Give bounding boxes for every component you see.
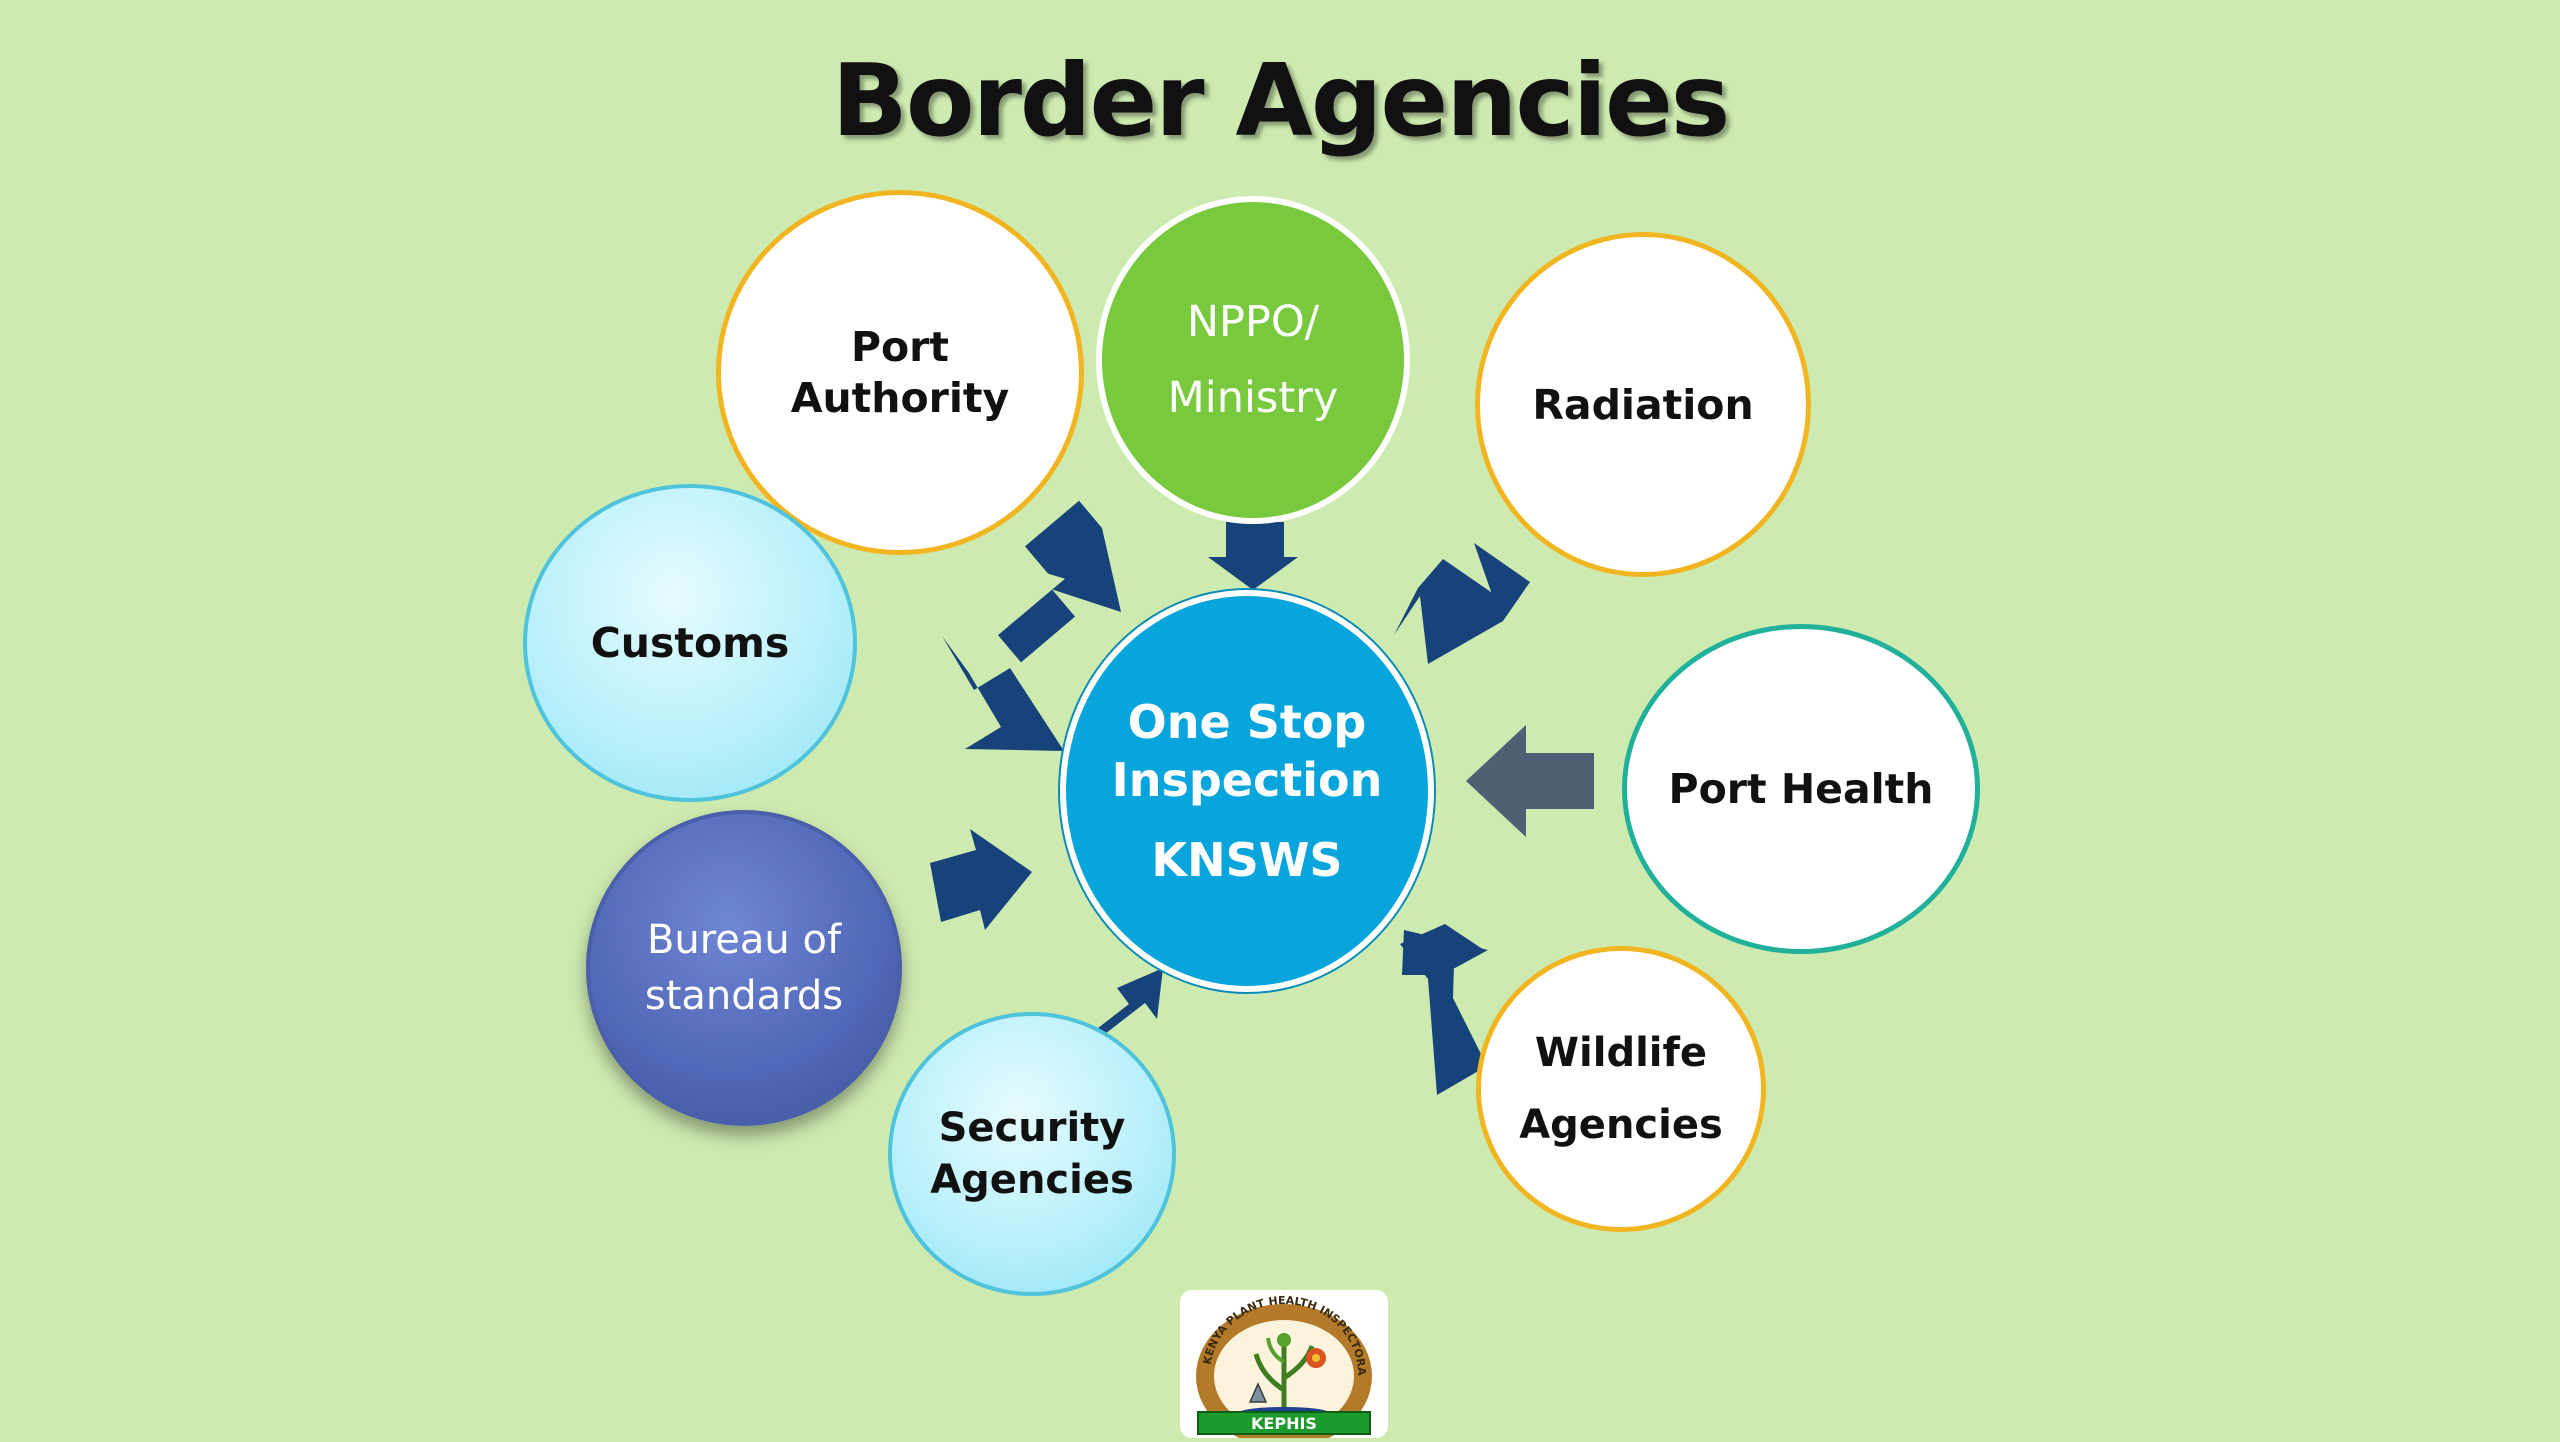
node-bureau-line-2: standards: [644, 973, 844, 1019]
node-radiation-label: Radiation: [1532, 380, 1754, 429]
kephis-logo: KENYA PLANT HEALTH INSPECTORATE SERVICE …: [1176, 1280, 1388, 1442]
node-port-health: Port Health: [1622, 624, 1980, 954]
center-hub-line-2: Inspection: [1111, 753, 1383, 807]
center-hub-line-1: One Stop: [1127, 695, 1367, 749]
kephis-logo-emblem: KENYA PLANT HEALTH INSPECTORATE SERVICE …: [1176, 1280, 1372, 1442]
node-customs: Customs: [523, 484, 857, 802]
node-port-authority-line-1: Port: [850, 322, 950, 371]
slide-title: Border Agencies: [831, 42, 1731, 159]
node-customs-label: Customs: [590, 619, 790, 667]
node-nppo-line-1: NPPO/: [1186, 297, 1320, 347]
node-security-line-2: Agencies: [930, 1157, 1134, 1203]
node-security-agencies: Security Agencies: [888, 1012, 1176, 1296]
node-security-line-1: Security: [938, 1105, 1126, 1151]
arrow-from-nppo: [1208, 522, 1298, 590]
arrow-from-security: [1089, 968, 1163, 1035]
node-bureau-of-standards: Bureau of standards: [586, 810, 902, 1126]
node-bureau-line-1: Bureau of: [646, 917, 842, 963]
arrow-from-bureau: [930, 829, 1032, 930]
kephis-logo-name: KEPHIS: [1251, 1414, 1317, 1433]
arrow-from-port-health: [1466, 725, 1594, 837]
center-hub-one-stop-inspection: One Stop Inspection KNSWS: [1060, 590, 1434, 992]
arrow-from-port-authority: [998, 500, 1121, 663]
node-wildlife-agencies: Wildlife Agencies: [1476, 946, 1766, 1232]
node-radiation: Radiation: [1475, 232, 1811, 577]
arrow-from-customs: [942, 636, 1064, 751]
arrow-from-radiation: [1394, 543, 1530, 664]
node-port-health-label: Port Health: [1668, 765, 1934, 813]
node-port-authority: Port Authority: [716, 190, 1084, 555]
node-wildlife-line-1: Wildlife: [1534, 1030, 1708, 1076]
arrow-from-wildlife-tip: [1402, 930, 1488, 975]
node-wildlife-line-2: Agencies: [1519, 1102, 1723, 1148]
node-nppo-line-2: Ministry: [1167, 373, 1339, 423]
node-port-authority-line-2: Authority: [790, 373, 1010, 422]
node-nppo-ministry: NPPO/ Ministry: [1096, 196, 1410, 524]
center-hub-line-3: KNSWS: [1151, 833, 1343, 887]
